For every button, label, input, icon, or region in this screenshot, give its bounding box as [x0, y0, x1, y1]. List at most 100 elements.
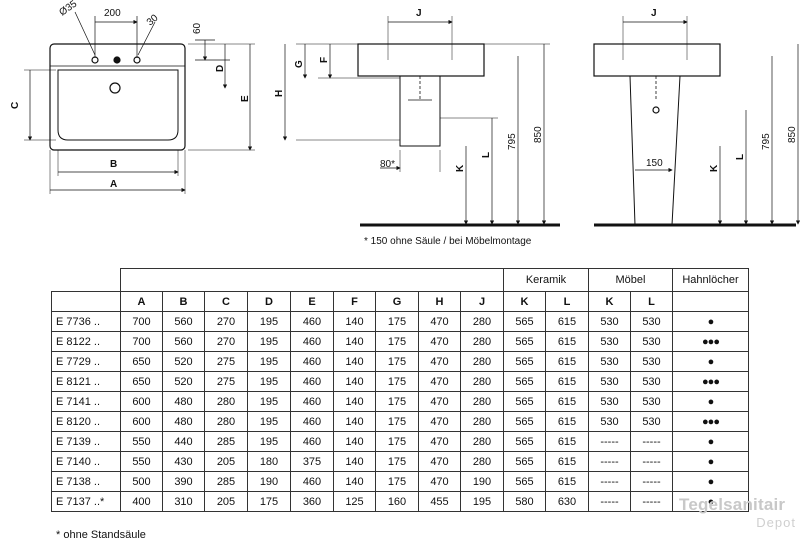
tap-holes-cell: ●●● [672, 331, 749, 352]
value-cell: 140 [333, 431, 376, 452]
value-cell: 205 [204, 491, 248, 512]
value-cell: 530 [630, 391, 673, 412]
value-cell: 565 [503, 451, 546, 472]
label-dia: Ø35 [57, 0, 79, 18]
value-cell: 280 [460, 431, 504, 452]
value-cell: ----- [588, 471, 631, 492]
value-cell: 470 [418, 431, 461, 452]
value-cell: 530 [630, 331, 673, 352]
front-view [593, 16, 800, 226]
value-cell: 285 [204, 471, 248, 492]
value-cell: 440 [162, 431, 205, 452]
value-cell: 480 [162, 411, 205, 432]
model-cell: E 7138 .. [51, 471, 121, 492]
value-cell: 630 [545, 491, 589, 512]
value-cell: 530 [588, 351, 631, 372]
value-cell: 700 [120, 331, 163, 352]
value-cell: 140 [333, 371, 376, 392]
group-moebel: Möbel [588, 268, 673, 292]
label-J-side: J [416, 8, 422, 19]
value-cell: 470 [418, 371, 461, 392]
label-30: 30 [145, 12, 161, 28]
value-cell: ----- [630, 451, 673, 472]
column-header: F [333, 291, 376, 312]
value-cell: 615 [545, 471, 589, 492]
value-cell: 175 [375, 351, 419, 372]
value-cell: 560 [162, 311, 205, 332]
value-cell: 125 [333, 491, 376, 512]
value-cell: 615 [545, 331, 589, 352]
value-cell: 175 [375, 431, 419, 452]
value-cell: 530 [588, 391, 631, 412]
value-cell: 195 [247, 411, 291, 432]
column-header: H [418, 291, 461, 312]
value-cell: ----- [588, 451, 631, 472]
value-cell: 580 [503, 491, 546, 512]
label-L-side: L [481, 152, 492, 158]
column-header-holes [672, 291, 749, 312]
value-cell: 470 [418, 311, 461, 332]
value-cell: 190 [247, 471, 291, 492]
value-cell: 615 [545, 431, 589, 452]
column-header: B [162, 291, 205, 312]
value-cell: 275 [204, 371, 248, 392]
column-header: G [375, 291, 419, 312]
value-cell: 455 [418, 491, 461, 512]
model-cell: E 8122 .. [51, 331, 121, 352]
value-cell: 530 [630, 351, 673, 372]
value-cell: 175 [375, 451, 419, 472]
value-cell: 160 [375, 491, 419, 512]
tap-holes-cell: ● [672, 351, 749, 372]
tap-holes-cell: ● [672, 491, 749, 512]
column-header: K [588, 291, 631, 312]
label-150: 150 [646, 158, 663, 169]
value-cell: 140 [333, 451, 376, 472]
value-cell: 460 [290, 391, 334, 412]
value-cell: 175 [375, 391, 419, 412]
value-cell: 520 [162, 351, 205, 372]
label-K-side: K [455, 164, 466, 172]
value-cell: 550 [120, 451, 163, 472]
value-cell: 375 [290, 451, 334, 472]
value-cell: 195 [247, 331, 291, 352]
value-cell: 470 [418, 451, 461, 472]
model-cell: E 7137 ..* [51, 491, 121, 512]
value-cell: 615 [545, 411, 589, 432]
value-cell: 140 [333, 351, 376, 372]
value-cell: 280 [460, 451, 504, 472]
value-cell: 175 [375, 311, 419, 332]
value-cell: 390 [162, 471, 205, 492]
label-795-front: 795 [761, 133, 772, 150]
value-cell: 140 [333, 331, 376, 352]
value-cell: 530 [588, 371, 631, 392]
value-cell: 280 [460, 351, 504, 372]
value-cell: 460 [290, 311, 334, 332]
model-cell: E 7141 .. [51, 391, 121, 412]
value-cell: 480 [162, 391, 205, 412]
value-cell: 530 [630, 371, 673, 392]
column-header: A [120, 291, 163, 312]
value-cell: 565 [503, 371, 546, 392]
value-cell: 280 [460, 331, 504, 352]
value-cell: 400 [120, 491, 163, 512]
label-850-front: 850 [787, 126, 798, 143]
value-cell: 615 [545, 451, 589, 472]
value-cell: 280 [460, 311, 504, 332]
label-H: H [274, 90, 285, 97]
value-cell: 285 [204, 431, 248, 452]
model-cell: E 7139 .. [51, 431, 121, 452]
column-header: L [630, 291, 673, 312]
tap-holes-cell: ● [672, 311, 749, 332]
watermark-line2: Depot [756, 515, 796, 530]
value-cell: ----- [588, 491, 631, 512]
value-cell: 140 [333, 391, 376, 412]
value-cell: 470 [418, 471, 461, 492]
group-keramik: Keramik [503, 268, 589, 292]
value-cell: 195 [460, 491, 504, 512]
value-cell: 600 [120, 411, 163, 432]
